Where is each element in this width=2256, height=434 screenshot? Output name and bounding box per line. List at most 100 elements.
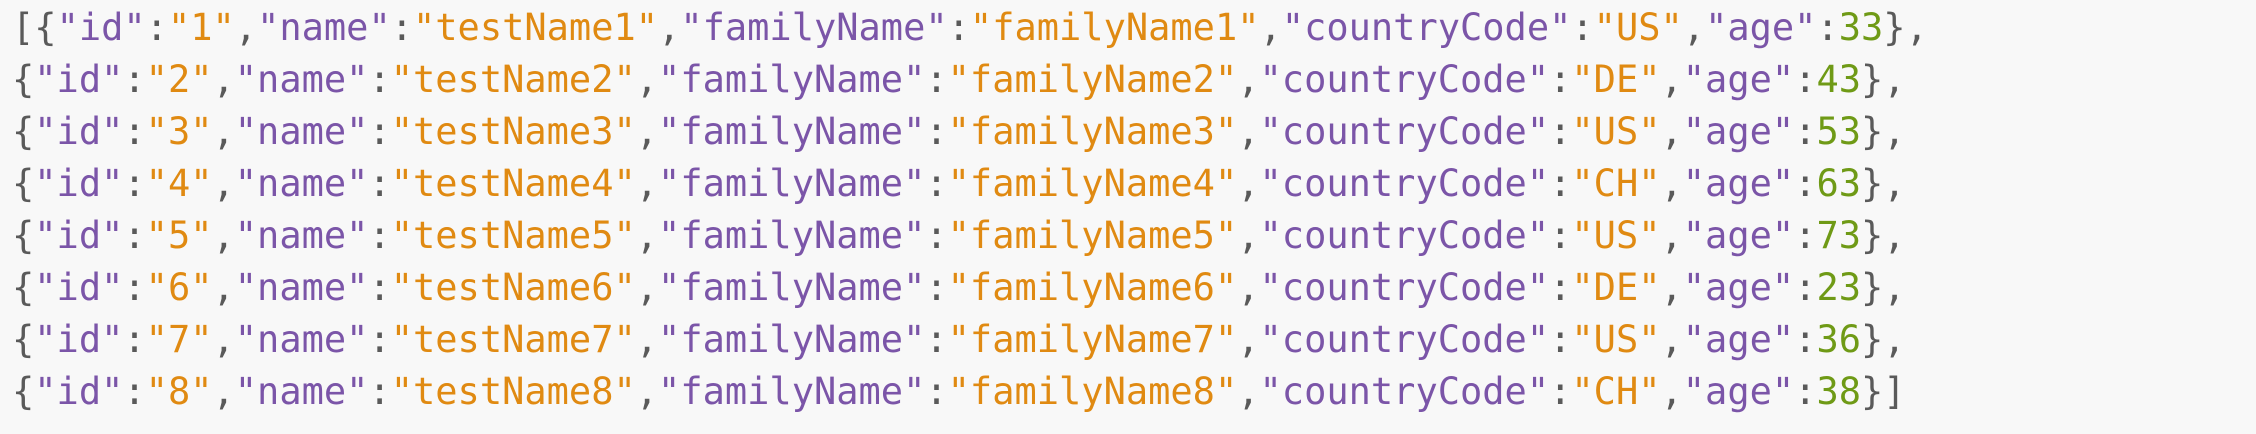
json-comma: , (212, 266, 235, 309)
json-colon: : (1549, 110, 1572, 153)
json-comma: , (635, 110, 659, 153)
json-string-value: "familyName6" (947, 266, 1238, 309)
json-colon: : (925, 214, 948, 257)
json-open-brace: { (12, 318, 35, 361)
json-colon: : (1549, 214, 1572, 257)
json-colon: : (1549, 370, 1572, 413)
json-string-value: "familyName2" (947, 58, 1238, 101)
json-colon: : (1549, 162, 1572, 205)
json-colon: : (123, 110, 146, 153)
json-colon: : (368, 266, 391, 309)
json-key: "id" (56, 6, 146, 49)
json-string-value: "4" (145, 162, 213, 205)
json-close-brace: }, (1861, 318, 1906, 361)
json-colon: : (1794, 214, 1817, 257)
json-key: "name" (234, 58, 369, 101)
json-key: "name" (234, 370, 369, 413)
json-string-value: "US" (1593, 6, 1683, 49)
json-close-brace: }, (1861, 162, 1906, 205)
json-string-value: "testName3" (390, 110, 636, 153)
json-comma: , (635, 266, 659, 309)
json-key: "age" (1682, 214, 1795, 257)
json-comma: , (1660, 58, 1683, 101)
json-key: "familyName" (658, 266, 926, 309)
json-string-value: "testName5" (390, 214, 636, 257)
json-key: "age" (1682, 266, 1795, 309)
json-record-line: {"id":"2","name":"testName2","familyName… (12, 54, 2252, 106)
json-colon: : (123, 162, 146, 205)
json-string-value: "6" (145, 266, 213, 309)
json-number-value: 63 (1816, 162, 1862, 205)
json-key: "age" (1682, 370, 1795, 413)
json-colon: : (925, 318, 948, 361)
json-string-value: "familyName3" (947, 110, 1238, 153)
json-string-value: "US" (1571, 214, 1661, 257)
json-colon: : (1794, 110, 1817, 153)
json-colon: : (368, 318, 391, 361)
json-comma: , (1237, 58, 1260, 101)
json-string-value: "2" (145, 58, 213, 101)
json-key: "countryCode" (1281, 6, 1572, 49)
json-close-brace: }, (1861, 266, 1906, 309)
json-colon: : (1794, 318, 1817, 361)
json-colon: : (123, 318, 146, 361)
json-string-value: "familyName5" (947, 214, 1238, 257)
json-code-view: [{"id":"1","name":"testName1","familyNam… (12, 2, 2252, 432)
json-key: "name" (234, 266, 369, 309)
json-string-value: "3" (145, 110, 213, 153)
json-string-value: "US" (1571, 318, 1661, 361)
json-comma: , (212, 214, 235, 257)
json-string-value: "familyName1" (969, 6, 1260, 49)
json-colon: : (1549, 266, 1572, 309)
json-close-brace: }, (1861, 58, 1906, 101)
json-colon: : (368, 110, 391, 153)
json-string-value: "8" (145, 370, 213, 413)
json-colon: : (1794, 162, 1817, 205)
json-open-brace: { (12, 214, 35, 257)
json-close-brace: }, (1883, 6, 1928, 49)
json-number-value: 73 (1816, 214, 1862, 257)
json-key: "id" (34, 266, 124, 309)
json-record-line: {"id":"5","name":"testName5","familyName… (12, 210, 2252, 262)
json-key: "age" (1705, 6, 1817, 49)
json-key: "familyName" (658, 370, 926, 413)
json-comma: , (635, 58, 659, 101)
json-string-value: "testName1" (413, 6, 659, 49)
json-colon: : (368, 162, 391, 205)
json-string-value: "CH" (1571, 370, 1661, 413)
json-record-line: {"id":"4","name":"testName4","familyName… (12, 158, 2252, 210)
json-comma: , (1237, 214, 1260, 257)
json-colon: : (947, 6, 970, 49)
json-record-line: [{"id":"1","name":"testName1","familyNam… (12, 2, 2252, 54)
json-key: "countryCode" (1259, 266, 1550, 309)
json-string-value: "familyName7" (947, 318, 1238, 361)
json-number-value: 38 (1816, 370, 1862, 413)
json-comma: , (1660, 110, 1683, 153)
json-key: "familyName" (680, 6, 948, 49)
json-open-brace: [{ (12, 6, 57, 49)
json-comma: , (658, 6, 681, 49)
json-key: "id" (34, 370, 124, 413)
json-string-value: "testName7" (390, 318, 636, 361)
json-string-value: "testName6" (390, 266, 636, 309)
json-comma: , (635, 214, 659, 257)
json-comma: , (1682, 6, 1706, 49)
json-string-value: "DE" (1571, 266, 1661, 309)
json-string-value: "CH" (1571, 162, 1661, 205)
json-key: "name" (257, 6, 391, 49)
json-open-brace: { (12, 266, 35, 309)
json-key: "id" (34, 214, 124, 257)
json-number-value: 53 (1816, 110, 1862, 153)
json-comma: , (1237, 162, 1260, 205)
json-key: "countryCode" (1259, 214, 1550, 257)
json-colon: : (1549, 58, 1572, 101)
json-comma: , (1660, 370, 1683, 413)
json-key: "name" (234, 318, 369, 361)
json-key: "familyName" (658, 58, 926, 101)
json-key: "name" (234, 214, 369, 257)
json-comma: , (1259, 6, 1282, 49)
json-record-line: {"id":"6","name":"testName6","familyName… (12, 262, 2252, 314)
json-comma: , (1237, 318, 1260, 361)
json-comma: , (212, 58, 235, 101)
json-colon: : (1571, 6, 1594, 49)
